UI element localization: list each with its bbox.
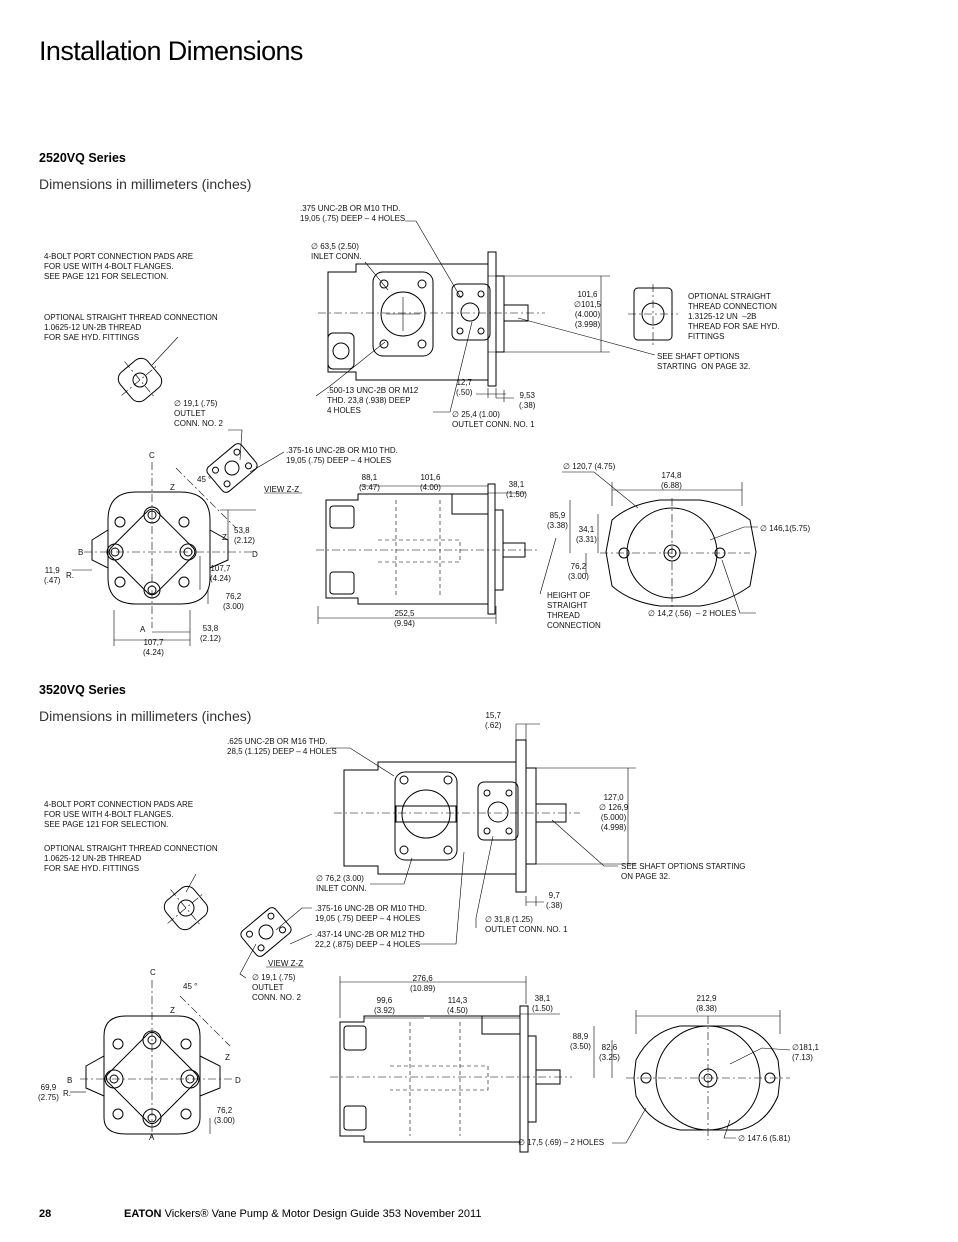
label-dim-9-53: 9,53 (.38): [519, 391, 536, 410]
label-dim-11-9: 11,9 (.47): [44, 566, 61, 585]
pump-front-view-3520: [80, 980, 232, 1140]
label-dim-53-8-b: 53,8 (2.12): [200, 624, 221, 643]
pump-front-view-2520: [84, 462, 256, 628]
label-dim-147-6: ∅ 147.6 (5.81): [738, 1134, 791, 1143]
label-inlet-conn-2: ∅ 76,2 (3.00) INLET CONN.: [316, 874, 367, 893]
page-title: Installation Dimensions: [39, 36, 303, 66]
label-dim-88-1: 88,1 (3.47): [359, 473, 380, 492]
label-z-upper-2: Z: [170, 1006, 175, 1015]
label-optional-thread-2: OPTIONAL STRAIGHT THREAD CONNECTION 1.06…: [44, 844, 218, 873]
pump-section-view-2520: [316, 484, 540, 614]
label-angle-45-2: 45 °: [183, 982, 198, 991]
label-outlet-conn-2-2: ∅ 19,1 (.75) OUTLET CONN. NO. 2: [252, 973, 301, 1002]
pump-rear-view-2520: [600, 498, 756, 612]
pump-rear-view-3520: [626, 1016, 790, 1140]
label-c: C: [149, 451, 155, 460]
label-view-zz-2: VIEW Z-Z: [268, 959, 304, 968]
section-heading-3520vq: 3520VQ Series: [39, 683, 126, 697]
label-dim-76-2-2: 76,2 (3.00): [214, 1106, 235, 1125]
label-b: B: [78, 548, 84, 557]
pump-section-view-3520: [330, 1006, 572, 1152]
label-dim-69-9: 69,9 (2.75): [38, 1083, 59, 1102]
label-port-pads-note-2: 4-BOLT PORT CONNECTION PADS ARE FOR USE …: [44, 800, 194, 829]
label-dim-174-8: 174,8 (6.88): [661, 471, 682, 490]
label-dim-127: 127,0 ∅ 126,9 (5.000) (4.998): [599, 793, 629, 832]
label-dim-85-9: 85,9 (3.38): [547, 511, 568, 530]
label-unc-375-16-2: .375-16 UNC-2B OR M10 THD. 19,05 (.75) D…: [315, 904, 427, 923]
label-z-lower-2: Z: [225, 1053, 230, 1062]
label-dim-82-6: 82,6 (3.25): [599, 1043, 620, 1062]
label-shaft-options: SEE SHAFT OPTIONS STARTING ON PAGE 32.: [657, 352, 751, 371]
pump-side-view-3520: [334, 740, 580, 892]
label-a-2: A: [149, 1133, 155, 1142]
label-dim-9-7: 9,7 (.38): [546, 891, 563, 910]
label-inlet-conn: ∅ 63,5 (2.50) INLET CONN.: [311, 242, 362, 261]
label-z-upper: Z: [170, 483, 175, 492]
label-b-2: B: [67, 1076, 73, 1085]
label-d-2: D: [235, 1076, 241, 1085]
label-dim-76-2-a: 76,2 (3.00): [223, 592, 244, 611]
label-dim-14-2: ∅ 14,2 (.56) – 2 HOLES: [648, 609, 737, 618]
label-dim-120-7: ∅ 120,7 (4.75): [563, 462, 616, 471]
label-dim-15-7: 15,7 (.62): [485, 711, 502, 730]
label-unc-500-holes: .500-13 UNC-2B OR M12 THD. 23,8 (.938) D…: [327, 386, 419, 415]
section-heading-2520vq: 2520VQ Series: [39, 151, 126, 165]
label-dim-276-6: 276,6 (10.89): [410, 974, 436, 993]
label-d: D: [252, 550, 258, 559]
label-dim-252-5: 252,5 (9.94): [394, 609, 415, 628]
label-outlet-conn-2: ∅ 19,1 (.75) OUTLET CONN. NO. 2: [174, 399, 223, 428]
label-outlet-conn-1-2: ∅ 31,8 (1.25) OUTLET CONN. NO. 1: [485, 915, 568, 934]
label-r-2: R.: [63, 1089, 71, 1098]
label-dim-146-1: ∅ 146,1(5.75): [760, 524, 811, 533]
label-optional-thread-left: OPTIONAL STRAIGHT THREAD CONNECTION 1.06…: [44, 313, 218, 342]
label-dim-88-9: 88,9 (3.50): [570, 1032, 591, 1051]
label-dim-107-7-a: 107,7 (4.24): [210, 564, 231, 583]
label-dim-114-3: 114,3 (4.50): [447, 996, 468, 1015]
footer-guide-title: Vickers® Vane Pump & Motor Design Guide …: [164, 1208, 482, 1220]
label-shaft-options-2: SEE SHAFT OPTIONS STARTING ON PAGE 32.: [621, 862, 746, 881]
label-a: A: [140, 625, 146, 634]
footer-credit: EATON Vickers® Vane Pump & Motor Design …: [124, 1208, 481, 1220]
label-dim-212-9: 212,9 (8.38): [696, 994, 717, 1013]
pump-side-view-2520: [318, 252, 545, 386]
label-dim-34-1: 34,1 (3.31): [576, 525, 597, 544]
label-dim-17-5: ∅ 17,5 (.69) – 2 HOLES: [518, 1138, 605, 1147]
footer-brand: EATON: [124, 1208, 162, 1220]
label-unc-437-14: .437-14 UNC-2B OR M12 THD 22,2 (.875) DE…: [315, 930, 425, 949]
label-dim-99-6: 99,6 (3.92): [374, 996, 395, 1015]
label-view-zz: VIEW Z-Z: [264, 485, 300, 494]
page-number: 28: [39, 1208, 52, 1220]
units-note-2520vq: Dimensions in millimeters (inches): [39, 176, 252, 192]
label-dim-107-7-b: 107,7 (4.24): [143, 638, 164, 657]
label-dim-181-1: ∅181,1 (7.13): [792, 1043, 819, 1062]
label-outlet-conn-1: ∅ 25,4 (1.00) OUTLET CONN. NO. 1: [452, 410, 535, 429]
label-port-pads-note: 4-BOLT PORT CONNECTION PADS ARE FOR USE …: [44, 252, 194, 281]
label-optional-thread-right: OPTIONAL STRAIGHT THREAD CONNECTION 1.31…: [688, 292, 780, 341]
label-dim-38-1-2: 38,1 (1.50): [532, 994, 553, 1013]
label-unc-375-holes: .375 UNC-2B OR M10 THD. 19,05 (.75) DEEP…: [300, 204, 406, 223]
label-height-thread: HEIGHT OF STRAIGHT THREAD CONNECTION: [547, 591, 601, 630]
label-dim-12-7: 12,7 (.50): [456, 378, 473, 397]
label-unc-375-16: .375-16 UNC-2B OR M10 THD. 19,05 (.75) D…: [286, 446, 398, 465]
label-angle-45: 45 °: [197, 475, 212, 484]
units-note-3520vq: Dimensions in millimeters (inches): [39, 708, 252, 724]
label-unc-625-holes: .625 UNC-2B OR M16 THD. 28,5 (1.125) DEE…: [227, 737, 337, 756]
label-dim-76-2-b: 76,2 (3.00): [568, 562, 589, 581]
label-c-2: C: [150, 968, 156, 977]
label-dim-53-8-a: 53,8 (2.12): [234, 526, 255, 545]
label-dim-38-1: 38,1 (1.50): [506, 480, 527, 499]
label-z-lower: Z: [222, 533, 227, 542]
label-dim-101-6b: 101,6 (4.00): [420, 473, 441, 492]
label-r: R.: [66, 571, 74, 580]
label-dim-101-6: 101,6 ∅101,5 (4.000) (3.998): [574, 290, 601, 329]
